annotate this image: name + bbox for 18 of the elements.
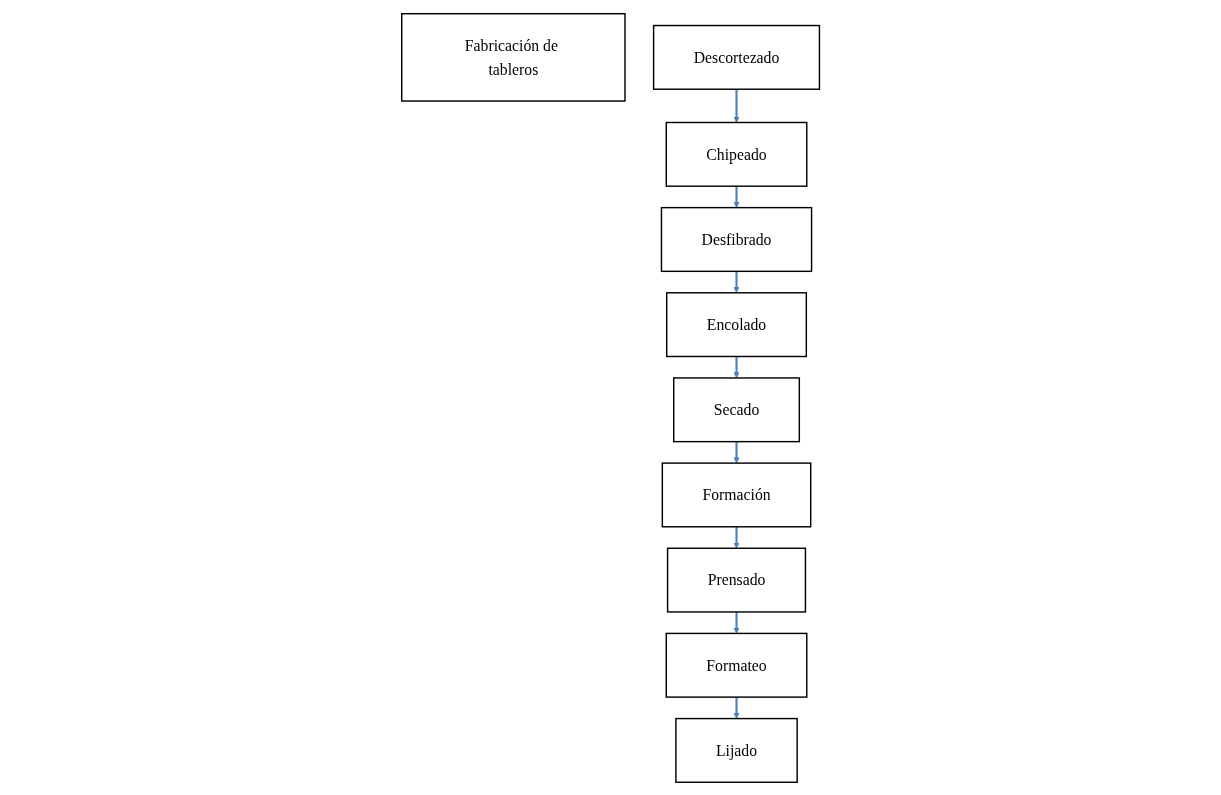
arrow bbox=[733, 441, 740, 463]
node-box: Encolado bbox=[665, 291, 807, 357]
node-box: Formación bbox=[661, 461, 812, 527]
node-box: Secado bbox=[672, 376, 800, 442]
arrow bbox=[733, 88, 740, 123]
node-box: Lijado bbox=[675, 717, 798, 783]
node-box: Prensado bbox=[666, 547, 807, 613]
arrow bbox=[733, 526, 740, 549]
arrow bbox=[733, 356, 740, 378]
arrow bbox=[733, 611, 740, 634]
node-box: Chipeado bbox=[665, 121, 808, 187]
arrow bbox=[733, 185, 740, 208]
node-box: Fabricación de tableros bbox=[400, 12, 626, 102]
arrow bbox=[733, 696, 740, 719]
node-box: Desfibrado bbox=[660, 206, 813, 272]
node-box: Formateo bbox=[665, 632, 808, 698]
node-box: Descortezado bbox=[652, 24, 821, 90]
arrow bbox=[733, 270, 740, 293]
